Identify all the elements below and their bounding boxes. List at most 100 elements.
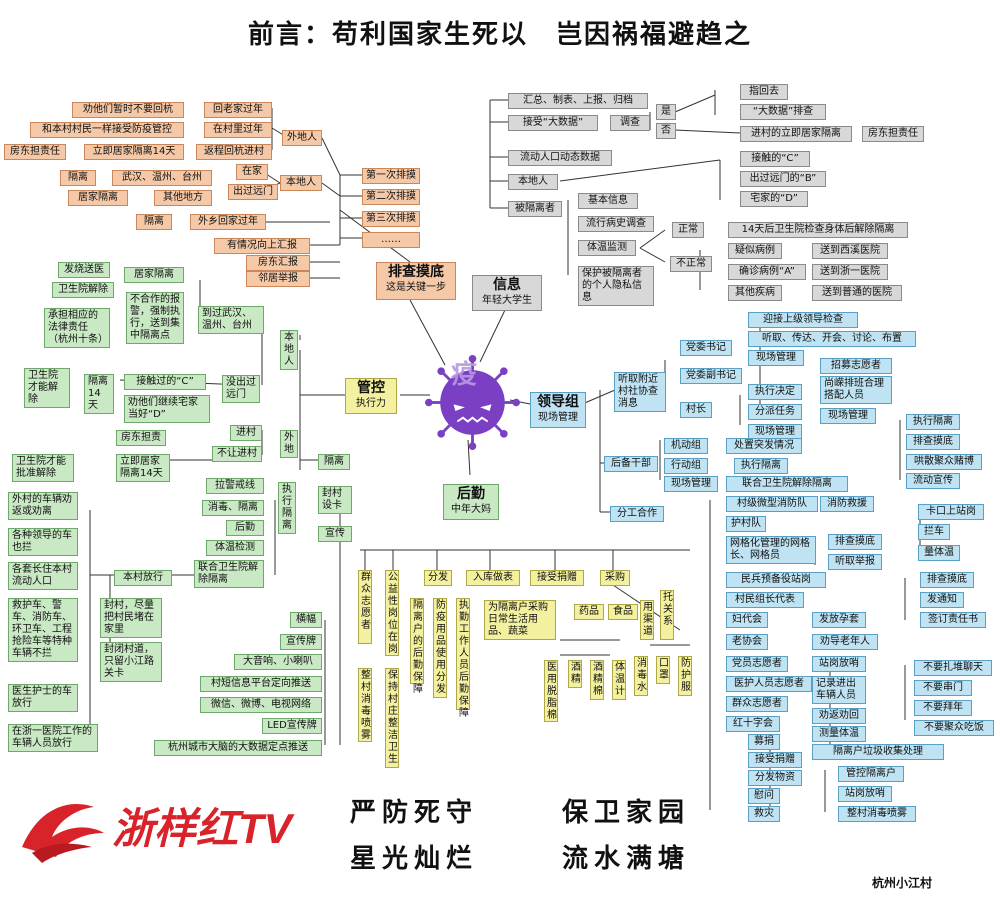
hq-col-4[interactable]: 入库做表	[466, 570, 520, 586]
gk-lijigeli[interactable]: 立即居家隔离14天	[116, 454, 170, 482]
ld-hsz-2[interactable]: 接受捐赠	[748, 752, 802, 768]
gk-jincun[interactable]: 进村	[230, 425, 262, 441]
ld-fengong[interactable]: 分工合作	[610, 506, 664, 522]
waixiang-a[interactable]: 隔离	[136, 214, 172, 230]
hq-col-5[interactable]: 接受捐赠	[530, 570, 584, 586]
geli-tiwen[interactable]: 体温监测	[578, 240, 636, 256]
hq-yp-3[interactable]: 酒精棉	[590, 660, 604, 700]
ld-cunzhang[interactable]: 村长	[680, 402, 712, 418]
xinxi-bendi-c[interactable]: 接触的“C”	[740, 151, 810, 167]
round-2[interactable]: 第二次排摸	[362, 189, 420, 205]
gk-fangxing[interactable]: 本村放行	[114, 570, 172, 586]
ld-laoxie-r[interactable]: 劝导老年人	[812, 634, 878, 650]
waidi-3a[interactable]: 立即居家隔离14天	[84, 144, 184, 160]
ld-shangqiao[interactable]: 尚嵘排班合理搭配人员	[820, 376, 892, 404]
ld-hc-2[interactable]: 排查摸底	[906, 434, 960, 450]
ld-fushuji[interactable]: 党委副书记	[680, 368, 742, 384]
ld-zgx-3[interactable]: 劝返劝回	[812, 708, 866, 724]
ld-wangge[interactable]: 网格化管理的网格长、网格员	[726, 536, 816, 564]
qita-b[interactable]: 其他地方	[154, 190, 212, 206]
gk-zx-4[interactable]: 体温检测	[206, 540, 264, 556]
waidi-2a[interactable]: 和本村村民一样接受防疫管控	[30, 122, 184, 138]
xinxi-huizong[interactable]: 汇总、制表、上报、归档	[508, 93, 648, 109]
xinxi-shi-1[interactable]: 指回去	[740, 84, 788, 100]
ld-hucun[interactable]: 护村队	[726, 516, 766, 532]
ld-dw-1[interactable]: 迎接上级领导检查	[748, 312, 858, 328]
gk-bendi[interactable]: 本地人	[280, 330, 298, 370]
ld-bu-1[interactable]: 不要扎堆聊天	[914, 660, 992, 676]
ld-hongshizi[interactable]: 红十字会	[726, 716, 780, 732]
xinxi-bendi[interactable]: 本地人	[508, 174, 558, 190]
gk-meiyou[interactable]: 没出过远门	[222, 375, 260, 403]
gk-xc-2[interactable]: 宣传牌	[280, 634, 322, 650]
gk-weisheng3[interactable]: 卫生院才能批准解除	[12, 454, 74, 482]
hq-col-1[interactable]: 群众志愿者	[358, 570, 372, 644]
gk-zhixing[interactable]: 执行隔离	[278, 482, 296, 534]
ld-zhaomu[interactable]: 招募志愿者	[820, 358, 892, 374]
gk-fx-4[interactable]: 救护车、警车、消防车、环卫车、工程抢险车等特种车辆不拦	[8, 598, 78, 662]
hub-houqin[interactable]: 后勤中年大妈	[443, 484, 499, 520]
ld-hsz-5[interactable]: 救灾	[748, 806, 780, 822]
gk-fengcun2[interactable]: 封村，尽量把村民堵在家里	[100, 598, 162, 638]
gk-jiechu[interactable]: 接触过的“C”	[124, 374, 206, 390]
buzhengchang-node[interactable]: 不正常	[670, 256, 712, 272]
gk-weisheng1[interactable]: 卫生院解除	[52, 282, 114, 298]
xinxi-fou-a[interactable]: 进村的立即居家隔离	[740, 126, 852, 142]
hq-qd-1[interactable]: 消毒水	[634, 656, 648, 696]
hq-qd-3[interactable]: 防护服	[678, 656, 692, 696]
geli-liuxing[interactable]: 流行病史调查	[578, 216, 654, 232]
ld-qunzhong[interactable]: 群众志愿者	[726, 696, 788, 712]
gk-fx-2[interactable]: 各种领导的车也拦	[8, 528, 78, 556]
chuyuanmen-node[interactable]: 出过远门	[228, 184, 278, 200]
ld-hb-2a[interactable]: 行动组	[664, 458, 708, 474]
gk-zx-2[interactable]: 消毒、隔离	[202, 500, 264, 516]
gk-zx-5[interactable]: 联合卫生院解除隔离	[194, 560, 264, 588]
bzc-2a[interactable]: 确诊病例“A”	[728, 264, 806, 280]
gk-geli14[interactable]: 隔离14天	[84, 374, 114, 414]
xinxi-liudong[interactable]: 流动人口动态数据	[508, 150, 612, 166]
ld-cm-1[interactable]: 排查摸底	[920, 572, 974, 588]
ld-cz-2[interactable]: 分派任务	[748, 404, 802, 420]
xinxi-bendi-d[interactable]: 宅家的“D”	[740, 191, 808, 207]
waidi-1b[interactable]: 回老家过年	[204, 102, 272, 118]
ld-houbei[interactable]: 后备干部	[604, 456, 658, 472]
report-landlord[interactable]: 房东汇报	[246, 255, 310, 271]
bendi-node[interactable]: 本地人	[280, 175, 322, 191]
xinxi-dashuju[interactable]: 接受“大数据”	[508, 115, 598, 131]
ld-zgx-5[interactable]: 隔离户垃圾收集处理	[812, 744, 944, 760]
ld-hsz-4[interactable]: 慰问	[748, 788, 780, 804]
ld-xiaofang[interactable]: 村级微型消防队	[726, 496, 818, 512]
gk-jujia[interactable]: 居家隔离	[124, 267, 184, 283]
ld-wg-2[interactable]: 听取举报	[828, 554, 882, 570]
ld-fudaihui[interactable]: 妇代会	[726, 612, 768, 628]
ld-bu-4[interactable]: 不要聚众吃饭	[914, 720, 994, 736]
hq-yaopin[interactable]: 药品	[574, 604, 604, 620]
gk-guanka[interactable]: 封闭村道，只留小江路关卡	[100, 642, 162, 682]
ld-yihu[interactable]: 医护人员志愿者	[726, 676, 812, 692]
waidi-node[interactable]: 外地人	[282, 130, 322, 146]
ld-hc-1[interactable]: 执行隔离	[906, 414, 960, 430]
ld-hb-3a[interactable]: 现场管理	[664, 476, 718, 492]
hq-yp-4[interactable]: 体温计	[612, 660, 626, 700]
wuhan-b[interactable]: 武汉、温州、台州	[112, 170, 212, 186]
ld-hb-3b[interactable]: 联合卫生院解除隔离	[726, 476, 848, 492]
gk-xc-7[interactable]: 杭州城市大脑的大数据定点推送	[154, 740, 322, 756]
hq-yp-1[interactable]: 医用脱脂棉	[544, 660, 558, 722]
bzc-2b[interactable]: 送到浙一医院	[812, 264, 888, 280]
zaijia-node[interactable]: 在家	[236, 164, 268, 180]
bzc-1b[interactable]: 送到西溪医院	[812, 243, 888, 259]
ld-hsz-r3[interactable]: 整村消毒喷雾	[838, 806, 916, 822]
gk-zx-1[interactable]: 拉警戒线	[206, 478, 264, 494]
ld-minbing[interactable]: 民兵预备役站岗	[726, 572, 826, 588]
zhengchang-result[interactable]: 14天后卫生院检查身体后解除隔离	[728, 222, 908, 238]
ld-hb-2b[interactable]: 执行隔离	[734, 458, 788, 474]
ld-tingqu[interactable]: 听取附近村社协查消息	[614, 372, 666, 412]
gk-fx-5[interactable]: 医生护士的车放行	[8, 684, 78, 712]
hub-lingdao[interactable]: 领导组现场管理	[530, 392, 586, 428]
ld-xianchang[interactable]: 现场管理	[820, 408, 876, 424]
geli-baohu[interactable]: 保护被隔离者的个人隐私信息	[578, 266, 654, 306]
hq-fenfa-2[interactable]: 防疫用品使用分发	[433, 598, 447, 698]
ld-hb-1a[interactable]: 机动组	[664, 438, 708, 454]
ld-wg-1[interactable]: 排查摸底	[828, 534, 882, 550]
ld-kk-2[interactable]: 拦车	[918, 524, 950, 540]
